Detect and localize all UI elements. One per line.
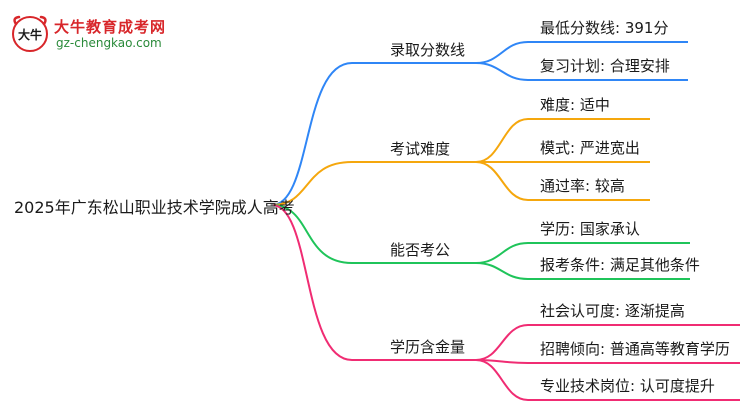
branch-label: 学历含金量	[390, 338, 465, 356]
leaf-label: 模式: 严进宽出	[540, 139, 640, 157]
branch-connector	[271, 62, 476, 206]
logo-url: gz-chengkao.com	[56, 36, 162, 50]
leaf-connector	[475, 359, 740, 401]
leaf-connector	[475, 62, 688, 81]
leaf-connector	[475, 262, 690, 280]
leaf-connector	[475, 161, 650, 201]
leaf-connector	[475, 41, 688, 64]
leaf-label: 学历: 国家承认	[540, 220, 640, 238]
leaf-label: 最低分数线: 391分	[540, 19, 668, 37]
root-node-label: 2025年广东松山职业技术学院成人高考	[14, 198, 295, 217]
leaf-label: 社会认可度: 逐渐提高	[540, 302, 685, 320]
leaf-label: 专业技术岗位: 认可度提升	[540, 377, 715, 395]
branch-label: 录取分数线	[390, 41, 465, 59]
mind-map-edges	[270, 41, 740, 401]
leaf-connector	[475, 324, 740, 361]
leaf-label: 招聘倾向: 普通高等教育学历	[540, 340, 730, 358]
leaf-label: 通过率: 较高	[540, 177, 625, 195]
site-logo[interactable]: 大牛 大牛教育成考网 gz-chengkao.com	[10, 14, 210, 54]
branch-label: 能否考公	[390, 241, 450, 259]
leaf-label: 难度: 适中	[540, 96, 610, 114]
bull-logo-icon: 大牛	[12, 15, 48, 52]
branch-connector	[271, 161, 476, 206]
logo-mark-text: 大牛	[18, 27, 42, 42]
logo-title: 大牛教育成考网	[54, 18, 167, 36]
leaf-connector	[475, 242, 690, 264]
leaf-connector	[475, 118, 650, 163]
branch-label: 考试难度	[390, 140, 450, 158]
leaf-connector	[475, 359, 740, 364]
leaf-label: 报考条件: 满足其他条件	[540, 256, 700, 274]
leaf-label: 复习计划: 合理安排	[540, 57, 670, 75]
branch-connector	[271, 204, 476, 361]
branch-connector	[271, 204, 476, 264]
root-anchor	[270, 203, 274, 207]
